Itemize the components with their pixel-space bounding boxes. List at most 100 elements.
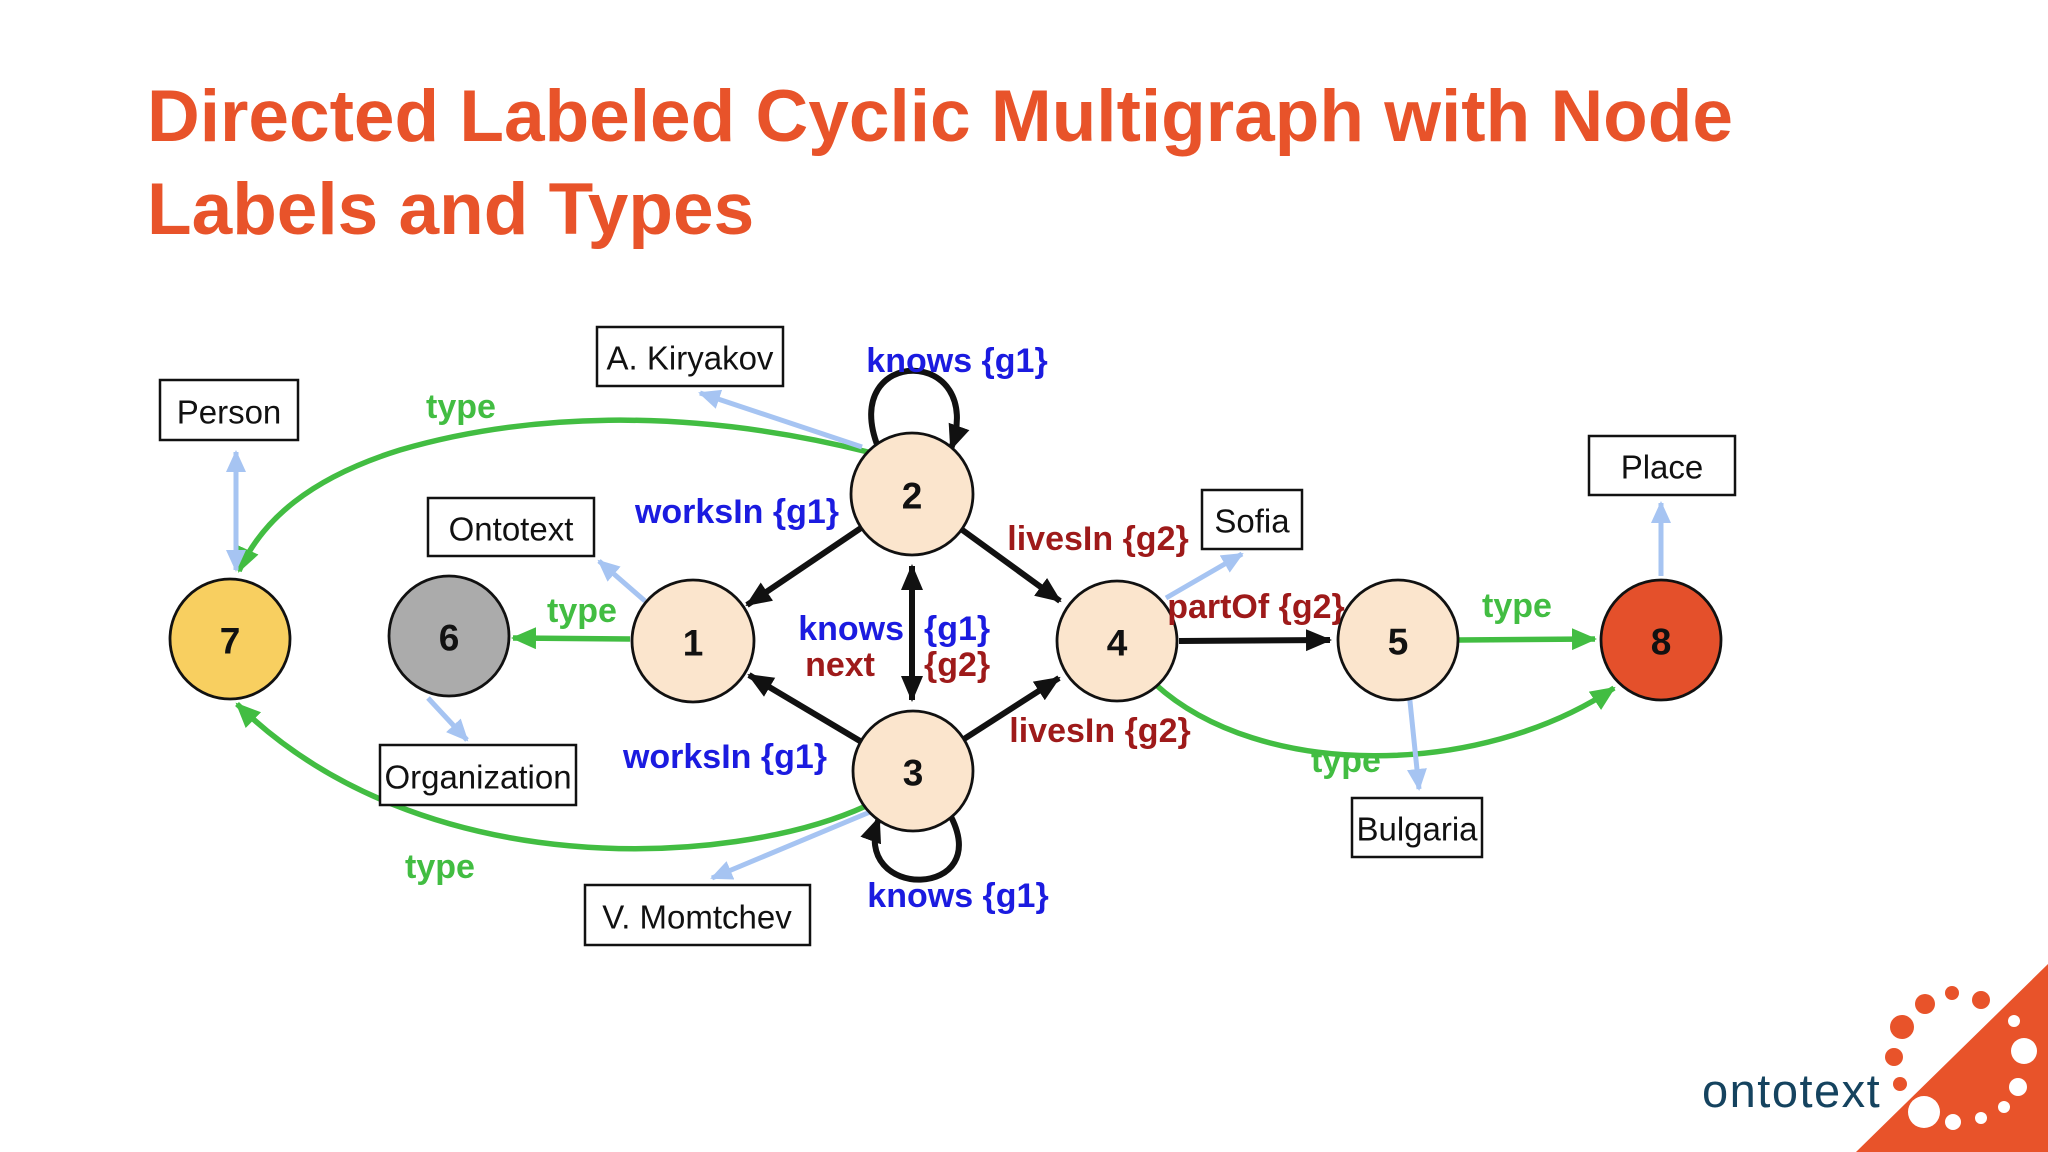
node-7-label: 7 [220,621,241,662]
entity-box-sofia-rect [1200,488,1304,551]
node-4: 4 [1055,579,1179,703]
edge-label-livesin-top: livesIn {g2} [1007,520,1188,558]
edge-label-livesin-bottom: livesIn {g2} [1009,712,1190,750]
entity-box-sofia: Sofia [1200,488,1304,551]
node-5-circle [1336,578,1460,702]
edge-livesin-3-4 [962,675,1061,742]
edge-label-partof: partOf {g2} [1167,588,1345,626]
entity-box-sofia-label: Sofia [1214,503,1290,540]
slide-title-line1: Directed Labeled Cyclic Multigraph with … [147,76,1733,157]
edge-label-worksin-bottom: worksIn {g1} [622,738,827,776]
edge-label-worksin-top: worksIn {g1} [634,493,839,531]
node-4-label: 4 [1107,623,1128,664]
edge-label-knows-mid: knows [798,610,904,648]
logo-dot [1972,991,1990,1009]
edge-type-2-7 [236,417,869,573]
node-2-label: 2 [902,476,923,517]
node-6-circle [387,574,511,698]
logo-dot [1915,994,1935,1014]
logo-dot [2008,1015,2020,1027]
logo-dot [1945,986,1959,1000]
edge-type-1-6 [511,627,631,650]
logo-dot [1998,1101,2010,1113]
entity-box-kiryakov-rect [595,325,785,388]
node-6: 6 [387,574,511,698]
edge-label-g2-mid: {g2} [924,646,990,684]
node-4-circle [1055,579,1179,703]
arrow-label-2-kiryakov [698,389,863,450]
node-1: 1 [630,578,756,704]
entity-box-momtchev-label: V. Momtchev [602,899,792,936]
entity-box-organization-label: Organization [384,759,571,796]
slide-title: Directed Labeled Cyclic Multigraph with … [147,70,1947,256]
entity-box-kiryakov-label: A. Kiryakov [607,340,774,377]
node-2: 2 [849,431,975,557]
node-5-label: 5 [1388,622,1409,663]
entity-box-place-rect [1587,434,1737,497]
entity-box-momtchev-rect [583,883,812,947]
node-3-label: 3 [903,753,924,794]
edge-knows-selfloop-3 [860,811,962,883]
entity-box-kiryakov: A. Kiryakov [595,325,785,388]
entity-box-place: Place [1587,434,1737,497]
logo-dot [1893,1077,1907,1091]
edge-knows-selfloop-2 [868,367,970,451]
node-8: 8 [1599,578,1723,702]
node-1-label: 1 [683,623,704,664]
edge-worksin-3-1 [747,672,862,744]
entity-box-momtchev: V. Momtchev [583,883,812,947]
logo-dot [2011,1038,2037,1064]
entity-box-ontotext-rect [426,496,596,558]
entity-box-person-rect [158,378,300,442]
node-3-circle [851,709,975,833]
node-2-circle [849,431,975,557]
edge-label-knows-bottom: knows {g1} [867,877,1048,915]
edge-label-type-1-6: type [547,592,617,630]
edge-label-type-2-7: type [426,388,496,426]
arrow-label-6-organization [426,696,469,742]
edge-label-knows-top: knows {g1} [866,342,1047,380]
logo-dot [1890,1015,1914,1039]
edge-label-type-4-8: type [1311,742,1381,780]
entity-box-bulgaria: Bulgaria [1350,796,1484,859]
node-8-label: 8 [1651,622,1672,663]
entity-box-organization-rect [378,743,578,807]
edge-type-5-8 [1457,628,1597,651]
ontotext-wordmark: ontotext [1702,1064,1881,1117]
edge-label-next-mid: next [805,646,875,684]
logo-dot [2009,1078,2027,1096]
logo-dot [1885,1048,1903,1066]
edge-label-g1-mid: {g1} [924,610,990,648]
arrow-label-3-momtchev [710,809,871,881]
entity-box-person-label: Person [177,394,282,431]
entity-box-ontotext: Ontotext [426,496,596,558]
node-8-circle [1599,578,1723,702]
logo-dot [1945,1114,1961,1130]
entity-box-bulgaria-label: Bulgaria [1356,811,1478,848]
ontotext-logo: ontotext [1702,964,2048,1152]
edge-type-3-7 [235,702,868,852]
entity-box-place-label: Place [1621,449,1704,486]
edge-label-type-3-7: type [405,848,475,886]
logo-dot [1975,1112,1987,1124]
edge-livesin-2-4 [959,526,1062,604]
node-7-circle [168,577,292,701]
arrow-label-1-ontotext [597,559,647,603]
entity-box-organization: Organization [378,743,578,807]
entity-box-ontotext-label: Ontotext [449,511,574,548]
edge-type-4-8 [1153,681,1616,759]
node-3: 3 [851,709,975,833]
slide-title-line2: Labels and Types [147,169,755,250]
logo-dot [1908,1096,1940,1128]
entity-box-bulgaria-rect [1350,796,1484,859]
node-1-circle [630,578,756,704]
edge-worksin-2-1 [745,525,863,608]
edge-label-type-5-8: type [1482,587,1552,625]
entity-box-person: Person [158,378,300,442]
node-5: 5 [1336,578,1460,702]
edge-partof-4-5 [1178,629,1332,652]
node-6-label: 6 [439,618,460,659]
node-7: 7 [168,577,292,701]
